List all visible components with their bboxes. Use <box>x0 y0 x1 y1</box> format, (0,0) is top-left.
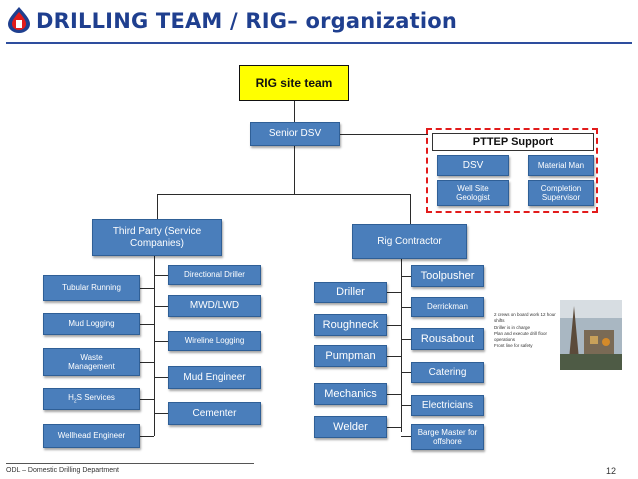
connector <box>387 292 401 293</box>
mud-engineer-box: Mud Engineer <box>168 366 261 389</box>
completion-supervisor-box: Completion Supervisor <box>528 180 594 206</box>
dsv-box: DSV <box>437 155 509 176</box>
connector <box>157 194 410 195</box>
senior-dsv-box: Senior DSV <box>250 122 340 146</box>
wellhead-engineer-box: Wellhead Engineer <box>43 424 140 448</box>
connector <box>401 372 411 373</box>
connector <box>387 394 401 395</box>
welder-box: Welder <box>314 416 387 438</box>
connector <box>401 259 402 432</box>
h2s-services-box: H2S Services <box>43 388 140 410</box>
pttep-support-label: PTTEP Support <box>432 133 594 151</box>
waste-management-box: Waste Management <box>43 348 140 376</box>
connector <box>154 256 155 436</box>
well-site-geologist-box: Well Site Geologist <box>437 180 509 206</box>
connector <box>401 405 411 406</box>
connector <box>294 146 295 194</box>
rig-note: Front line for safety <box>494 343 533 349</box>
rig-site-team-label: RIG site team <box>239 65 349 101</box>
tubular-running-box: Tubular Running <box>43 275 140 301</box>
material-man-box: Material Man <box>528 155 594 176</box>
connector <box>294 101 295 122</box>
connector <box>140 324 154 325</box>
connector <box>154 377 168 378</box>
cementer-box: Cementer <box>168 402 261 425</box>
pttep-support-group <box>426 128 598 213</box>
rig-photo <box>560 300 622 370</box>
directional-driller-box: Directional Driller <box>168 265 261 285</box>
rig-notes: 2 crews on board work 12 hour shifts Dri… <box>494 312 560 350</box>
electricians-box: Electricians <box>411 395 484 416</box>
h2s-services-label: H2S Services <box>68 392 115 405</box>
rig-note: Plan and execute drill floor operations <box>494 330 548 343</box>
wireline-logging-box: Wireline Logging <box>168 331 261 351</box>
mwd-lwd-box: MWD/LWD <box>168 295 261 317</box>
connector <box>154 306 168 307</box>
connector <box>401 307 411 308</box>
connector <box>387 427 401 428</box>
page-title: DRILLING TEAM / RIG– organization <box>36 9 458 33</box>
company-logo <box>6 6 32 34</box>
third-party-box: Third Party (Service Companies) <box>92 219 222 256</box>
driller-box: Driller <box>314 282 387 303</box>
connector <box>140 288 154 289</box>
connector <box>154 413 168 414</box>
connector <box>410 194 411 224</box>
connector <box>401 276 411 277</box>
derrickman-box: Derrickman <box>411 297 484 317</box>
page-number: 12 <box>606 466 617 476</box>
catering-box: Catering <box>411 362 484 383</box>
rousabout-box: Rousabout <box>411 328 484 350</box>
connector <box>340 134 428 135</box>
toolpusher-box: Toolpusher <box>411 265 484 287</box>
connector <box>157 194 158 220</box>
footer-divider <box>6 463 254 464</box>
connector <box>401 339 411 340</box>
connector <box>387 325 401 326</box>
rig-note: Driller is in charge <box>494 324 531 330</box>
roughneck-box: Roughneck <box>314 314 387 336</box>
connector <box>387 356 401 357</box>
barge-master-box: Barge Master for offshore <box>411 424 484 450</box>
connector <box>401 436 411 437</box>
connector <box>140 399 154 400</box>
connector <box>140 362 154 363</box>
footer-text: ODL – Domestic Drilling Department <box>6 467 119 474</box>
mechanics-box: Mechanics <box>314 383 387 405</box>
pumpman-box: Pumpman <box>314 345 387 367</box>
connector <box>154 275 168 276</box>
rig-note: 2 crews on board work 12 hour shifts <box>494 312 556 324</box>
rig-contractor-box: Rig Contractor <box>352 224 467 259</box>
connector <box>154 341 168 342</box>
mud-logging-box: Mud Logging <box>43 313 140 335</box>
connector <box>140 436 154 437</box>
title-divider <box>6 42 632 44</box>
